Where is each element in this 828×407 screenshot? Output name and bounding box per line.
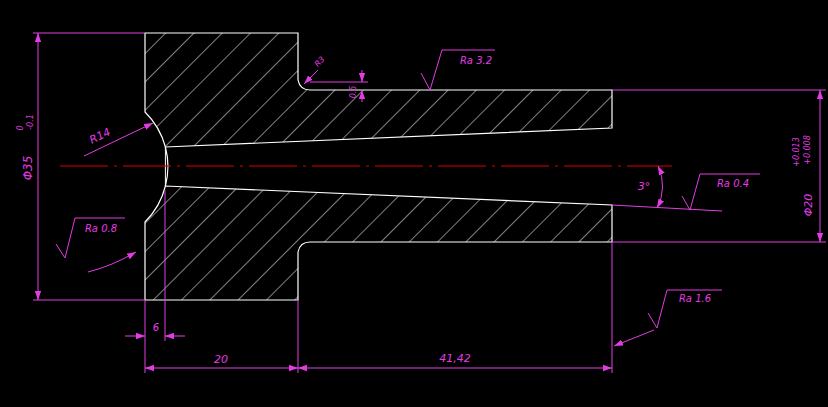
roughness-value: Ra 3.2 <box>459 56 493 66</box>
tolerance-upper: 0 <box>17 124 25 131</box>
tolerance-lower: +0.008 <box>804 134 812 166</box>
section-lower <box>145 186 612 300</box>
roughness-value: Ra 1.6 <box>678 294 712 304</box>
radius-dimension: R14 <box>87 126 113 146</box>
diameter-dimension: Φ20 <box>803 193 814 218</box>
tolerance-upper: +0.013 <box>793 136 801 168</box>
center-line <box>60 166 672 167</box>
length-dimension: 20 <box>213 354 229 365</box>
roughness-value: Ra 0.8 <box>84 224 118 234</box>
roughness-value: Ra 0.4 <box>716 179 750 189</box>
length-dimension: 41,42 <box>438 353 472 364</box>
diameter-dimension: Φ35 <box>22 155 34 182</box>
depth-dimension: 0.5 <box>350 85 358 100</box>
radius-dimension: R3 <box>313 55 328 70</box>
tolerance-lower: -0.1 <box>27 113 35 131</box>
section-upper <box>145 33 612 147</box>
dimensions <box>33 33 826 373</box>
length-dimension: 6 <box>152 323 160 333</box>
angle-dimension: 3° <box>637 181 652 192</box>
